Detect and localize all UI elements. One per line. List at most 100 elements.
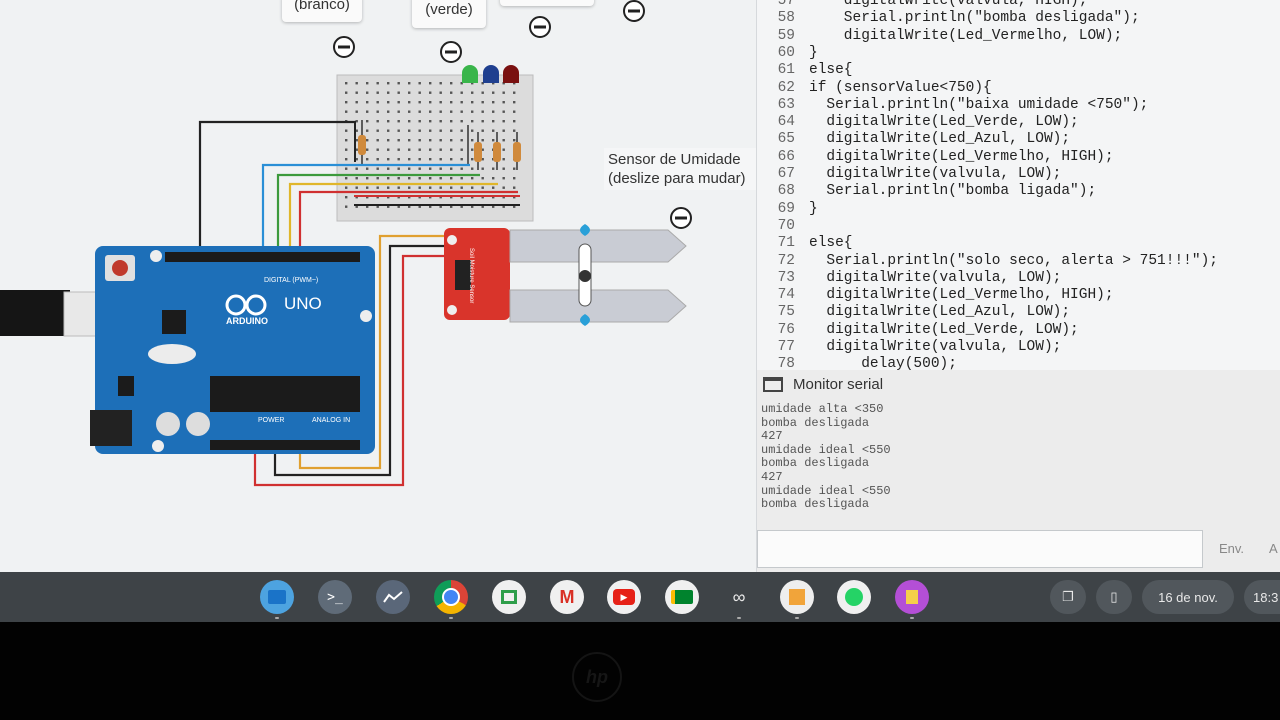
code-text[interactable]: Serial.println("bomba ligada"); <box>809 183 1097 200</box>
wires <box>198 120 518 487</box>
line-number: 64 <box>777 114 795 131</box>
code-text[interactable]: digitalWrite(valvula, LOW); <box>809 339 1062 355</box>
analog-label: ANALOG IN <box>312 417 351 424</box>
meet-app-icon[interactable] <box>665 580 699 614</box>
code-editor[interactable]: 57 digitalWrite(valvula, HIGH);58 Serial… <box>756 0 1280 370</box>
code-line[interactable]: 67 digitalWrite(valvula, LOW); <box>757 166 1280 183</box>
terminal-app-icon[interactable]: >_ <box>318 580 352 614</box>
code-text[interactable]: digitalWrite(valvula, HIGH); <box>809 0 1088 9</box>
os-shelf: >_ M ▶ ∞ ❐ ▯ 16 de nov. <box>0 572 1280 622</box>
code-line[interactable]: 74 digitalWrite(Led_Vermelho, HIGH); <box>757 287 1280 304</box>
youtube-app-icon[interactable]: ▶ <box>607 580 641 614</box>
code-text[interactable]: delay(500); <box>809 356 957 370</box>
line-number: 75 <box>777 304 795 321</box>
soil-sensor <box>444 224 687 326</box>
code-line[interactable]: 68 Serial.println("bomba ligada"); <box>757 183 1280 200</box>
monitor-icon <box>763 376 783 392</box>
code-text[interactable]: digitalWrite(valvula, LOW); <box>809 269 1062 286</box>
whatsapp-app-icon[interactable] <box>837 580 871 614</box>
code-text[interactable]: digitalWrite(Led_Verde, LOW); <box>809 321 1079 338</box>
label-bubble-empty <box>500 0 594 6</box>
serial-monitor-title: Monitor serial <box>793 375 884 393</box>
phone-hub-icon[interactable]: ▯ <box>1096 580 1132 614</box>
circuit-canvas[interactable]: UNO ARDUINO DIGITAL (PWM~) POWER ANALOG … <box>0 0 766 572</box>
tinkercad-app-icon[interactable] <box>780 580 814 614</box>
arduino-board <box>90 246 375 454</box>
code-text[interactable]: digitalWrite(Led_Azul, LOW); <box>809 131 1071 148</box>
code-line[interactable]: 61 else{ <box>757 62 1280 79</box>
files-app-icon[interactable] <box>260 580 294 614</box>
code-text[interactable]: digitalWrite(Led_Vermelho, HIGH); <box>809 287 1114 304</box>
code-text[interactable]: } <box>809 44 818 61</box>
line-number: 61 <box>777 62 795 79</box>
gmail-app-icon[interactable]: M <box>550 580 584 614</box>
board-brand: ARDUINO <box>226 316 268 326</box>
code-text[interactable]: else{ <box>809 62 853 79</box>
serial-monitor: Monitor serial umidade alta <350 bomba d… <box>756 370 1280 572</box>
clipboard-icon[interactable]: ❐ <box>1050 580 1086 614</box>
line-number: 77 <box>777 339 795 355</box>
usb-cable <box>0 290 70 336</box>
laptop-bezel <box>0 622 1280 720</box>
code-text[interactable]: else{ <box>809 235 853 252</box>
code-text[interactable]: digitalWrite(Led_Verde, LOW); <box>809 114 1079 131</box>
code-line[interactable]: 57 digitalWrite(valvula, HIGH); <box>757 0 1280 10</box>
code-line[interactable]: 72 Serial.println("solo seco, alerta > 7… <box>757 253 1280 270</box>
code-line[interactable]: 58 Serial.println("bomba desligada"); <box>757 10 1280 27</box>
code-line[interactable]: 71 else{ <box>757 235 1280 252</box>
circuit-drawing <box>0 0 692 487</box>
classroom-app-icon[interactable] <box>492 580 526 614</box>
code-line[interactable]: 59 digitalWrite(Led_Vermelho, LOW); <box>757 28 1280 45</box>
serial-input[interactable] <box>757 530 1203 568</box>
code-text[interactable]: digitalWrite(valvula, LOW); <box>809 166 1062 182</box>
board-name: UNO <box>284 294 322 313</box>
code-text[interactable]: digitalWrite(Led_Vermelho, LOW); <box>809 27 1123 44</box>
arduino-app-icon[interactable]: ∞ <box>732 586 746 607</box>
leds <box>462 65 519 83</box>
hp-logo: hp <box>572 652 622 702</box>
line-number: 78 <box>777 356 795 370</box>
code-text[interactable]: Serial.println("solo seco, alerta > 751!… <box>809 252 1218 269</box>
code-text[interactable]: Serial.println("baixa umidade <750"); <box>809 96 1149 113</box>
serial-output: umidade alta <350 bomba desligada 427 um… <box>761 402 891 512</box>
code-line[interactable]: 75 digitalWrite(Led_Azul, LOW); <box>757 304 1280 321</box>
code-line[interactable]: 73 digitalWrite(valvula, LOW); <box>757 270 1280 287</box>
line-number: 72 <box>777 252 795 269</box>
line-number: 57 <box>777 0 795 9</box>
code-text[interactable]: digitalWrite(Led_Azul, LOW); <box>809 304 1071 321</box>
keep-app-icon[interactable] <box>895 580 929 614</box>
code-line[interactable]: 70 <box>757 218 1280 235</box>
power-label: POWER <box>258 417 285 424</box>
date-display[interactable]: 16 de nov. <box>1142 580 1234 614</box>
send-button[interactable]: Env. <box>1219 541 1245 556</box>
line-number: 65 <box>777 131 795 148</box>
code-line[interactable]: 69} <box>757 201 1280 218</box>
code-line[interactable]: 64 digitalWrite(Led_Verde, LOW); <box>757 114 1280 131</box>
time-display[interactable]: 18:3 <box>1244 580 1280 614</box>
code-line[interactable]: 78 delay(500); <box>757 356 1280 370</box>
code-line[interactable]: 60} <box>757 45 1280 62</box>
code-line[interactable]: 76 digitalWrite(Led_Verde, LOW); <box>757 322 1280 339</box>
serial-monitor-header: Monitor serial <box>763 374 883 394</box>
line-number: 71 <box>777 235 795 252</box>
code-line[interactable]: 77 digitalWrite(valvula, LOW); <box>757 339 1280 356</box>
chrome-app-icon[interactable] <box>434 580 468 614</box>
autoscroll-button[interactable]: A <box>1269 541 1278 556</box>
line-number: 66 <box>777 148 795 165</box>
code-line[interactable]: 63 Serial.println("baixa umidade <750"); <box>757 97 1280 114</box>
code-text[interactable]: Serial.println("bomba desligada"); <box>809 10 1140 27</box>
line-number: 59 <box>777 27 795 44</box>
line-number: 58 <box>777 10 795 27</box>
sensor-label: Sensor de Umidade (deslize para mudar) <box>604 148 766 190</box>
digital-label: DIGITAL (PWM~) <box>264 277 319 284</box>
code-text[interactable]: if (sensorValue<750){ <box>809 79 992 96</box>
label-bubble-verde: (verde) <box>412 0 486 28</box>
code-line[interactable]: 66 digitalWrite(Led_Vermelho, HIGH); <box>757 149 1280 166</box>
code-text[interactable]: } <box>809 200 818 217</box>
code-text[interactable]: digitalWrite(Led_Vermelho, HIGH); <box>809 148 1114 165</box>
code-line[interactable]: 65 digitalWrite(Led_Azul, LOW); <box>757 131 1280 148</box>
line-number: 70 <box>777 217 795 234</box>
line-number: 74 <box>777 287 795 304</box>
diagnostics-app-icon[interactable] <box>376 580 410 614</box>
